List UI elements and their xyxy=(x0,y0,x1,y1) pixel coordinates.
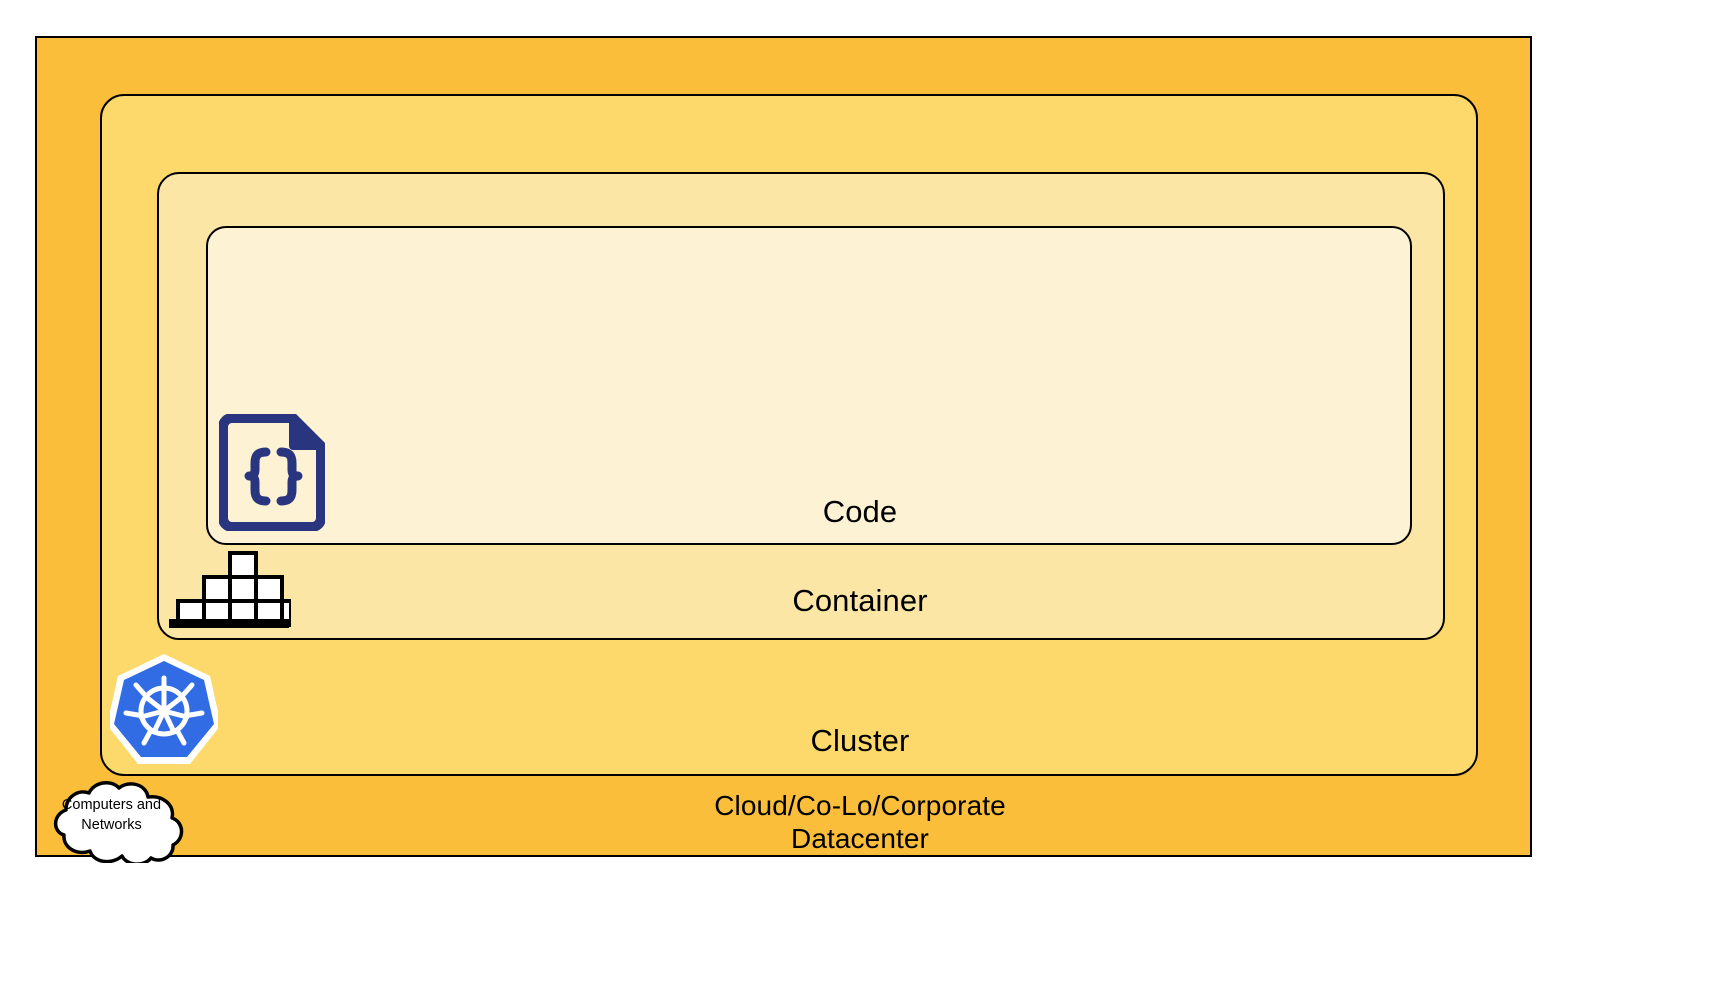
layer-datacenter[interactable] xyxy=(35,36,1532,857)
layer-datacenter-label: Cloud/Co-Lo/Corporate Datacenter xyxy=(0,789,1720,855)
layer-container-label: Container xyxy=(792,583,928,618)
cloud-callout-label: Computers and Networks xyxy=(28,796,195,835)
layer-container[interactable] xyxy=(157,172,1445,640)
layer-code-label: Code xyxy=(822,494,898,529)
layer-code[interactable] xyxy=(206,226,1412,545)
cloud-callout-line1: Computers and xyxy=(61,797,162,813)
code-braces-document-icon xyxy=(219,414,325,531)
container-stack-icon xyxy=(167,551,291,628)
layer-datacenter-label-line2: Datacenter xyxy=(791,823,929,855)
computers-networks-cloud-icon[interactable]: Computers and Networks xyxy=(28,777,195,863)
kubernetes-helm-icon xyxy=(110,653,218,766)
cloud-callout-line2: Networks xyxy=(81,816,142,833)
layer-cluster-label: Cluster xyxy=(810,723,910,758)
layer-cluster[interactable] xyxy=(100,94,1478,776)
layer-datacenter-label-line1: Cloud/Co-Lo/Corporate xyxy=(714,790,1006,821)
